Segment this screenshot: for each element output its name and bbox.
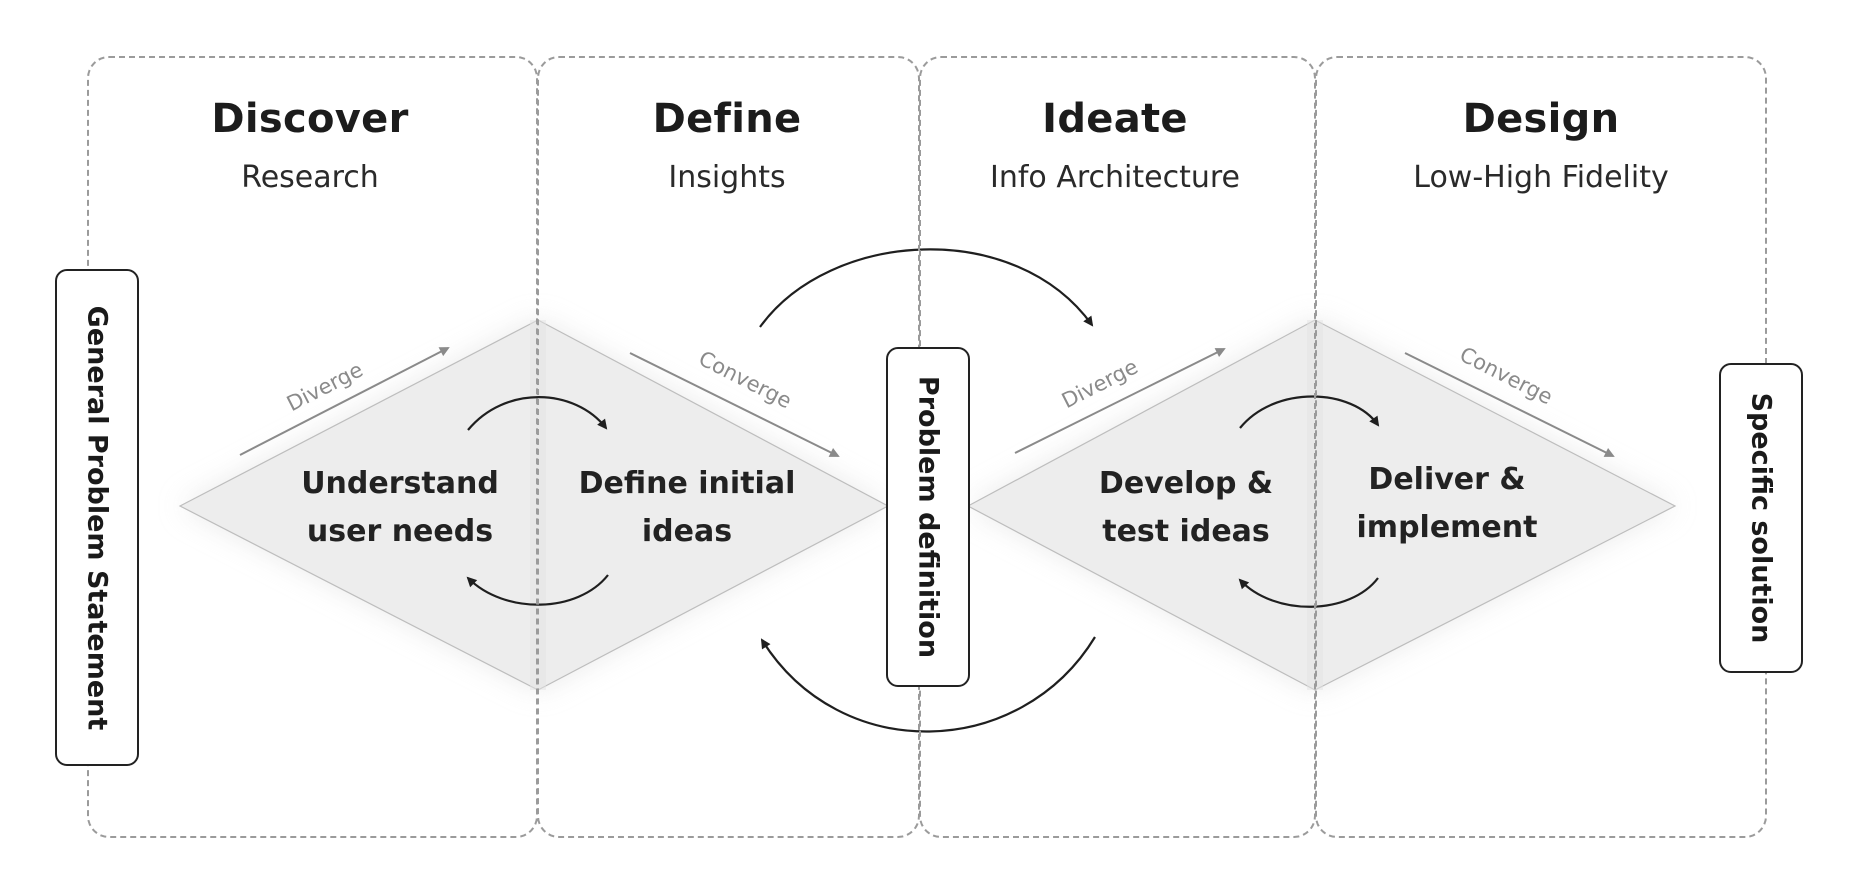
diamond-text-understand: Understand user needs — [301, 460, 499, 556]
diamond-text-develop: Develop & test ideas — [1099, 460, 1273, 556]
diamond-text-line: Define initial — [578, 466, 796, 501]
label-text: Specific solution — [1745, 392, 1777, 644]
diamond-text-line: ideas — [641, 514, 733, 549]
label-problem-definition: Problem definition — [886, 347, 970, 687]
phase-title-discover: Discover — [211, 96, 409, 142]
cycle-arrow-right-bottom — [1238, 577, 1379, 608]
diamond-text-deliver: Deliver & implement — [1357, 456, 1538, 552]
cycle-arrow-left-top — [467, 396, 608, 431]
diamond-text-line: Deliver & — [1368, 462, 1526, 497]
loop-arrow-bottom — [760, 636, 1096, 733]
phase-subtitle-ideate: Info Architecture — [990, 160, 1240, 195]
label-text: Problem definition — [912, 375, 944, 659]
loop-arrow-top — [759, 248, 1094, 328]
label-text: General Problem Statement — [81, 305, 113, 730]
diamond-text-line: user needs — [306, 514, 494, 549]
phase-subtitle-define: Insights — [668, 160, 786, 195]
cycle-arrow-right-top — [1239, 395, 1380, 429]
diamond-text-define: Define initial ideas — [579, 460, 796, 556]
diverge-arrow-2 — [1014, 348, 1226, 454]
label-general-problem-statement: General Problem Statement — [55, 269, 139, 766]
phase-title-design: Design — [1462, 96, 1620, 142]
diamond-text-line: Develop & — [1098, 466, 1274, 501]
diamond-text-line: implement — [1356, 510, 1538, 545]
cycle-arrow-left-bottom — [466, 574, 609, 606]
diverge-arrow-1 — [239, 347, 450, 456]
phase-subtitle-discover: Research — [241, 160, 379, 195]
phase-subtitle-design: Low-High Fidelity — [1413, 160, 1669, 195]
phase-title-define: Define — [652, 96, 802, 142]
label-specific-solution: Specific solution — [1719, 363, 1803, 673]
converge-arrow-2 — [1404, 352, 1615, 457]
converge-arrow-1 — [629, 352, 840, 457]
diamond-text-line: Understand — [301, 466, 499, 501]
diamond-text-line: test ideas — [1102, 514, 1270, 549]
phase-title-ideate: Ideate — [1042, 96, 1188, 142]
